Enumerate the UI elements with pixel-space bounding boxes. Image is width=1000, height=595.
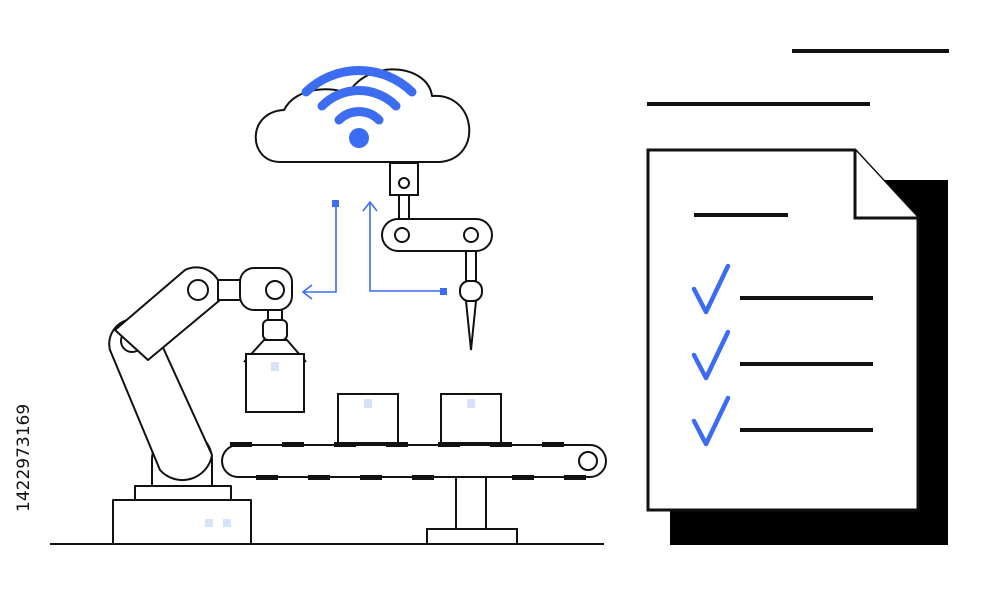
- checklist-item: [691, 329, 873, 381]
- robotic-arm-icon: [108, 266, 307, 545]
- checklist-item: [691, 395, 873, 447]
- arrow-to-arm-head: [301, 284, 313, 300]
- checklist: [691, 263, 873, 447]
- conveyor-leg: [455, 476, 487, 530]
- welder-mount-joint: [398, 177, 410, 189]
- robot-welder-icon: [381, 162, 493, 351]
- conveyor-box-1-mark: [364, 399, 372, 408]
- welder-needle: [464, 300, 478, 351]
- wifi-arc-outer: [301, 66, 417, 97]
- checkmark-icon: [691, 395, 731, 447]
- arrow-to-arm: [304, 204, 337, 293]
- document-fold: [853, 150, 918, 220]
- gripped-box-mark: [271, 362, 279, 371]
- stock-id: 1422973169: [14, 403, 34, 512]
- data-flow-arrows: [301, 200, 443, 300]
- checkmark-icon: [691, 263, 731, 315]
- checklist-document-icon: [646, 148, 948, 545]
- conveyor-treads-top: [230, 442, 564, 447]
- pedestal-mark-right: [223, 519, 231, 527]
- wifi-arc-inner: [334, 107, 384, 125]
- cloud-wifi-icon: [254, 66, 471, 163]
- conveyor-roller: [578, 451, 598, 471]
- decor-line-second: [647, 102, 870, 106]
- conveyor-belt: [221, 444, 607, 478]
- wifi-dot: [349, 128, 369, 148]
- checklist-line: [740, 362, 873, 366]
- pedestal-mark-left: [205, 519, 213, 527]
- arm-wrist-joint: [265, 280, 285, 300]
- arrow-node-right: [440, 288, 447, 295]
- welder-head: [459, 280, 483, 302]
- welder-neck: [398, 194, 410, 220]
- conveyor-belt-icon: [221, 442, 607, 545]
- arm-pedestal-top: [134, 485, 232, 501]
- conveyor-treads-bottom: [256, 475, 586, 480]
- wifi-arc-middle: [317, 86, 401, 111]
- checkmark-icon: [691, 329, 731, 381]
- conveyor-box-2-mark: [467, 399, 475, 408]
- arm-shoulder-joint: [187, 279, 209, 301]
- welder-joint-right: [463, 227, 479, 243]
- checklist-item: [691, 263, 873, 315]
- conveyor-foot: [426, 528, 518, 545]
- checklist-line: [740, 296, 873, 300]
- arm-gripper-head: [262, 319, 288, 341]
- welder-beam: [381, 218, 493, 252]
- decor-line-top: [792, 49, 949, 53]
- arm-neck: [267, 309, 283, 321]
- welder-drop: [465, 250, 477, 282]
- arrow-from-welder: [369, 202, 443, 292]
- arrow-from-welder-head: [362, 200, 378, 212]
- arrow-node-top: [332, 200, 339, 207]
- conveyor-box-2: [440, 393, 502, 444]
- document-heading-line: [694, 213, 788, 217]
- welder-joint-left: [394, 227, 410, 243]
- checklist-line: [740, 428, 873, 432]
